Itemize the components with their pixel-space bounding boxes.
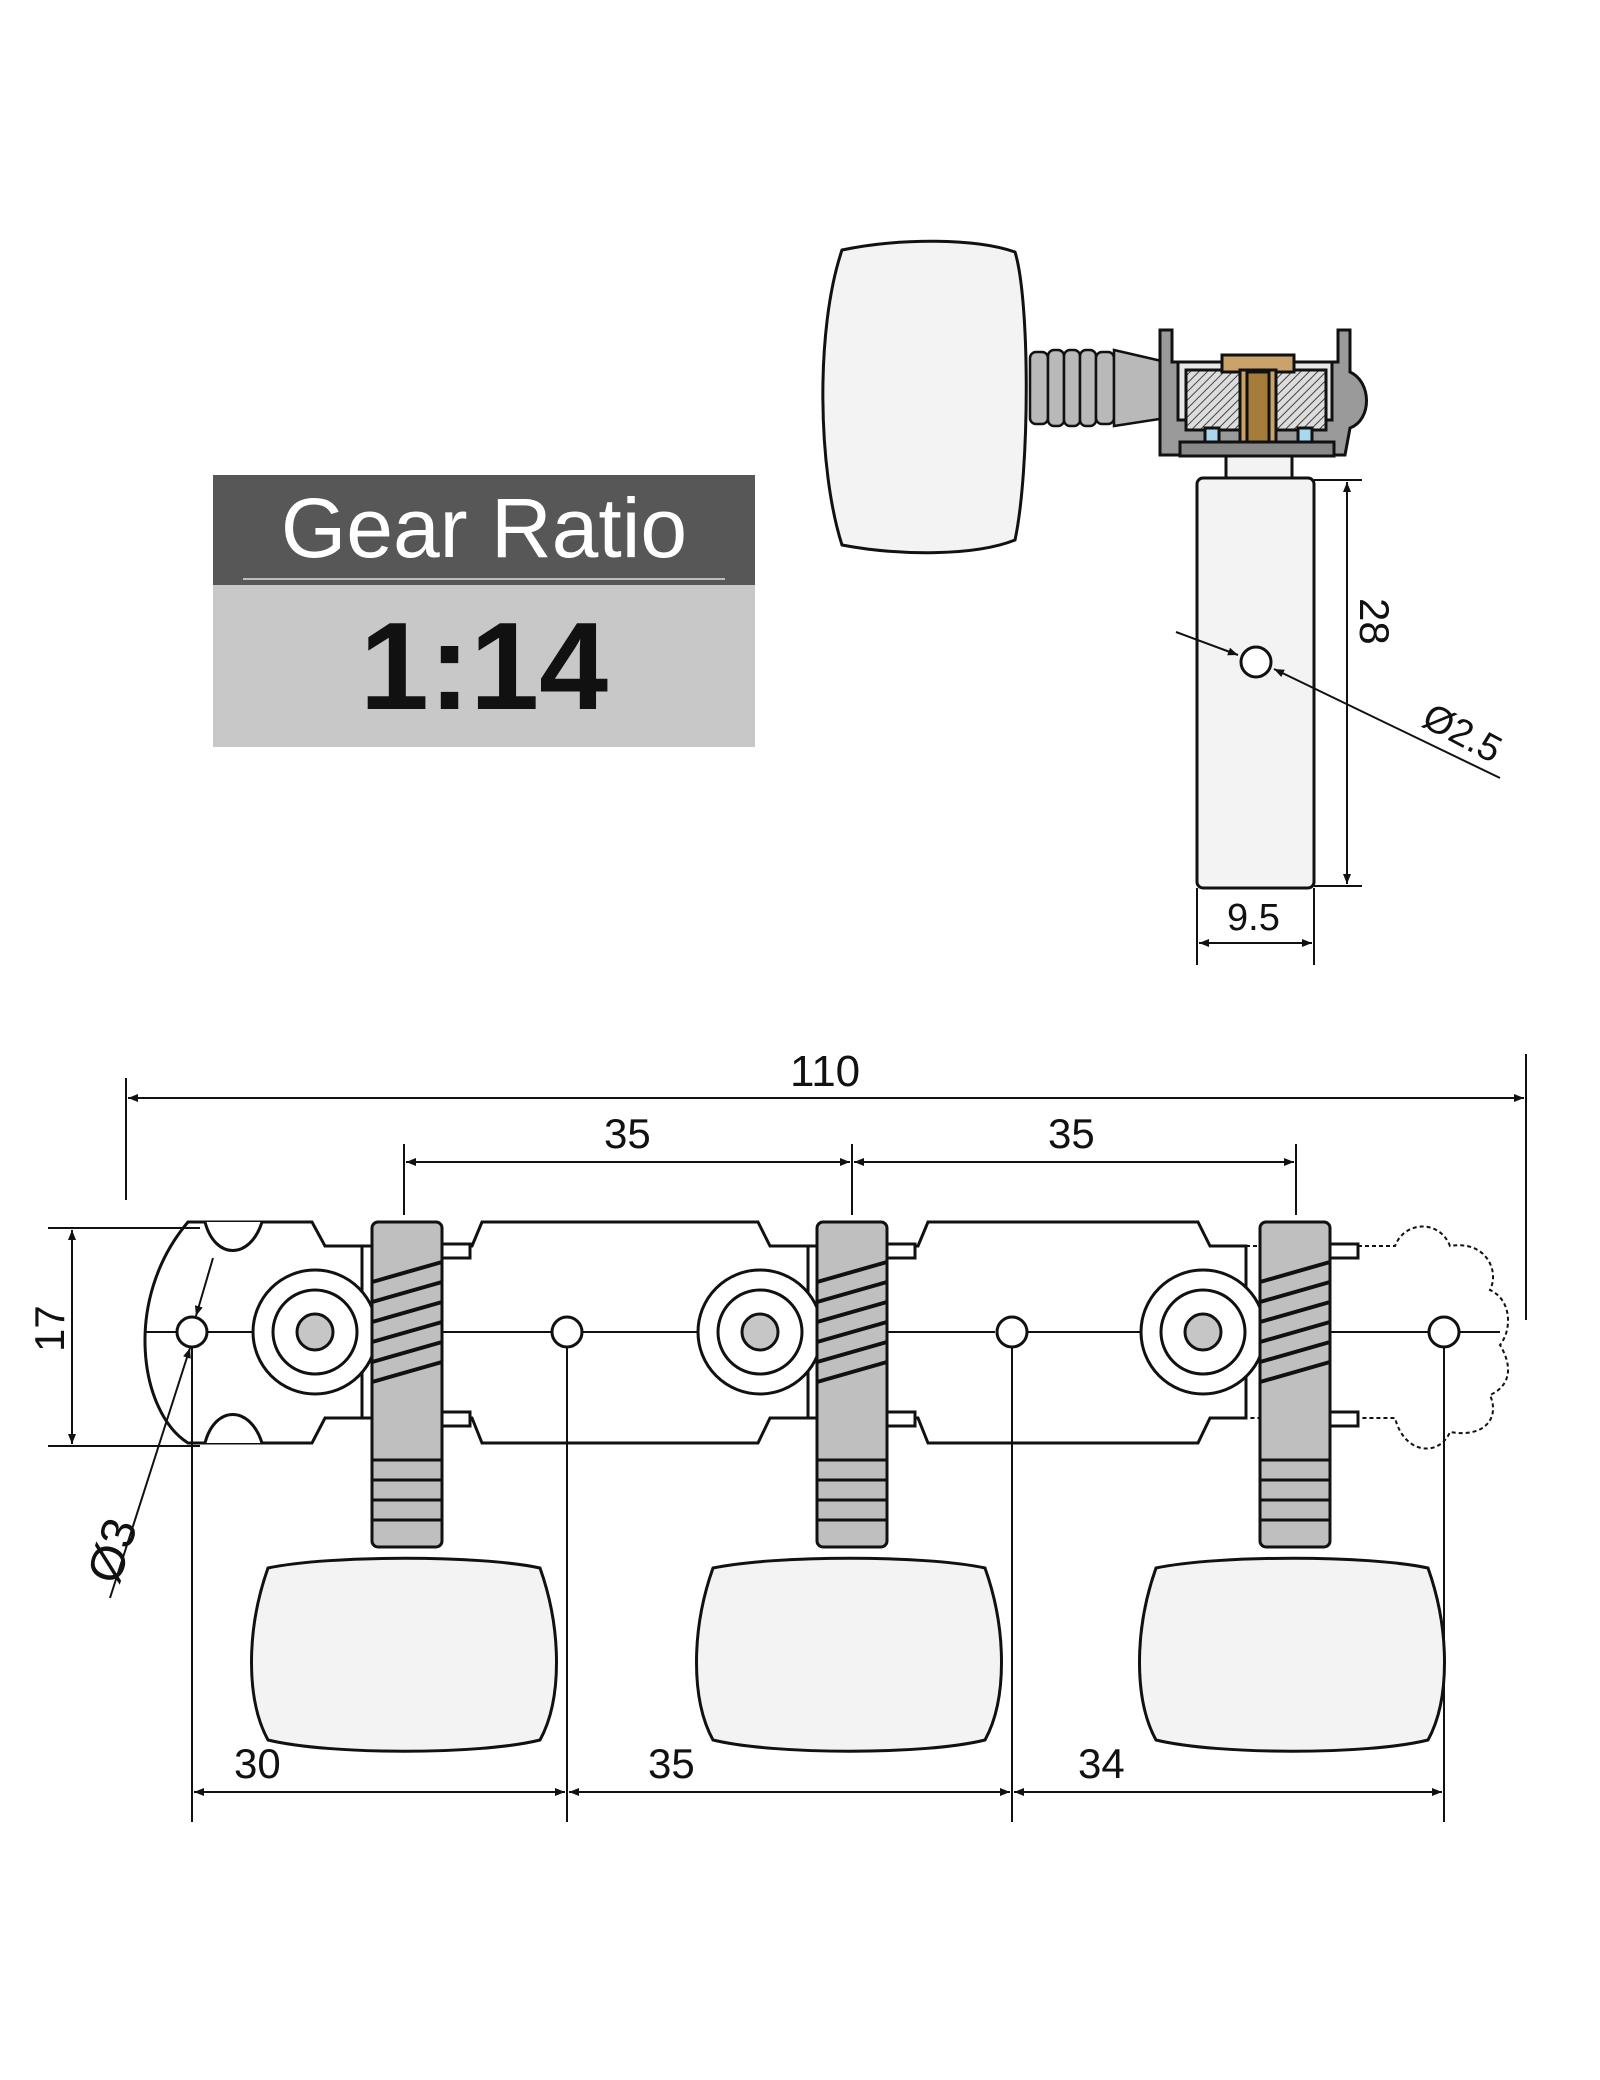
dim-post-length: 28 xyxy=(1351,598,1398,645)
front-view: 110 35 35 17 Ø3 30 35 34 xyxy=(26,1047,1527,1822)
gear-ratio-label: Gear Ratio xyxy=(280,481,688,575)
gear-ratio-value: 1:14 xyxy=(359,598,609,736)
tuner-key xyxy=(1138,1220,1446,1753)
dim-bottom-a: 30 xyxy=(234,1740,281,1787)
tuner-key xyxy=(695,1220,1003,1753)
gear-ratio-badge: Gear Ratio 1:14 xyxy=(213,475,755,747)
screw-hole xyxy=(175,1315,209,1349)
side-button xyxy=(821,239,1028,555)
side-post xyxy=(1195,476,1316,890)
dim-bottom-b: 35 xyxy=(648,1740,695,1787)
dim-overall: 110 xyxy=(790,1047,860,1096)
dim-top-right: 35 xyxy=(1048,1110,1095,1157)
dim-top-left: 35 xyxy=(604,1110,651,1157)
roller xyxy=(696,1268,824,1396)
dim-post-width: 9.5 xyxy=(1227,897,1280,939)
dim-bottom-c: 34 xyxy=(1078,1740,1125,1787)
tuner-key xyxy=(250,1220,558,1753)
screw-hole xyxy=(1427,1315,1461,1349)
roller xyxy=(1139,1268,1267,1396)
badge-divider xyxy=(243,578,725,580)
post-hole xyxy=(1239,645,1273,679)
dim-screw-dia: Ø3 xyxy=(78,1512,148,1589)
side-shaft xyxy=(1028,348,1168,428)
screw-hole xyxy=(550,1315,584,1349)
badge-header: Gear Ratio xyxy=(213,475,755,585)
side-view: 28 Ø2.5 9.5 xyxy=(821,239,1508,965)
roller xyxy=(251,1268,379,1396)
side-housing xyxy=(1158,328,1368,480)
badge-body: 1:14 xyxy=(213,585,755,747)
dim-plate-height: 17 xyxy=(26,1305,73,1352)
screw-hole xyxy=(995,1315,1029,1349)
